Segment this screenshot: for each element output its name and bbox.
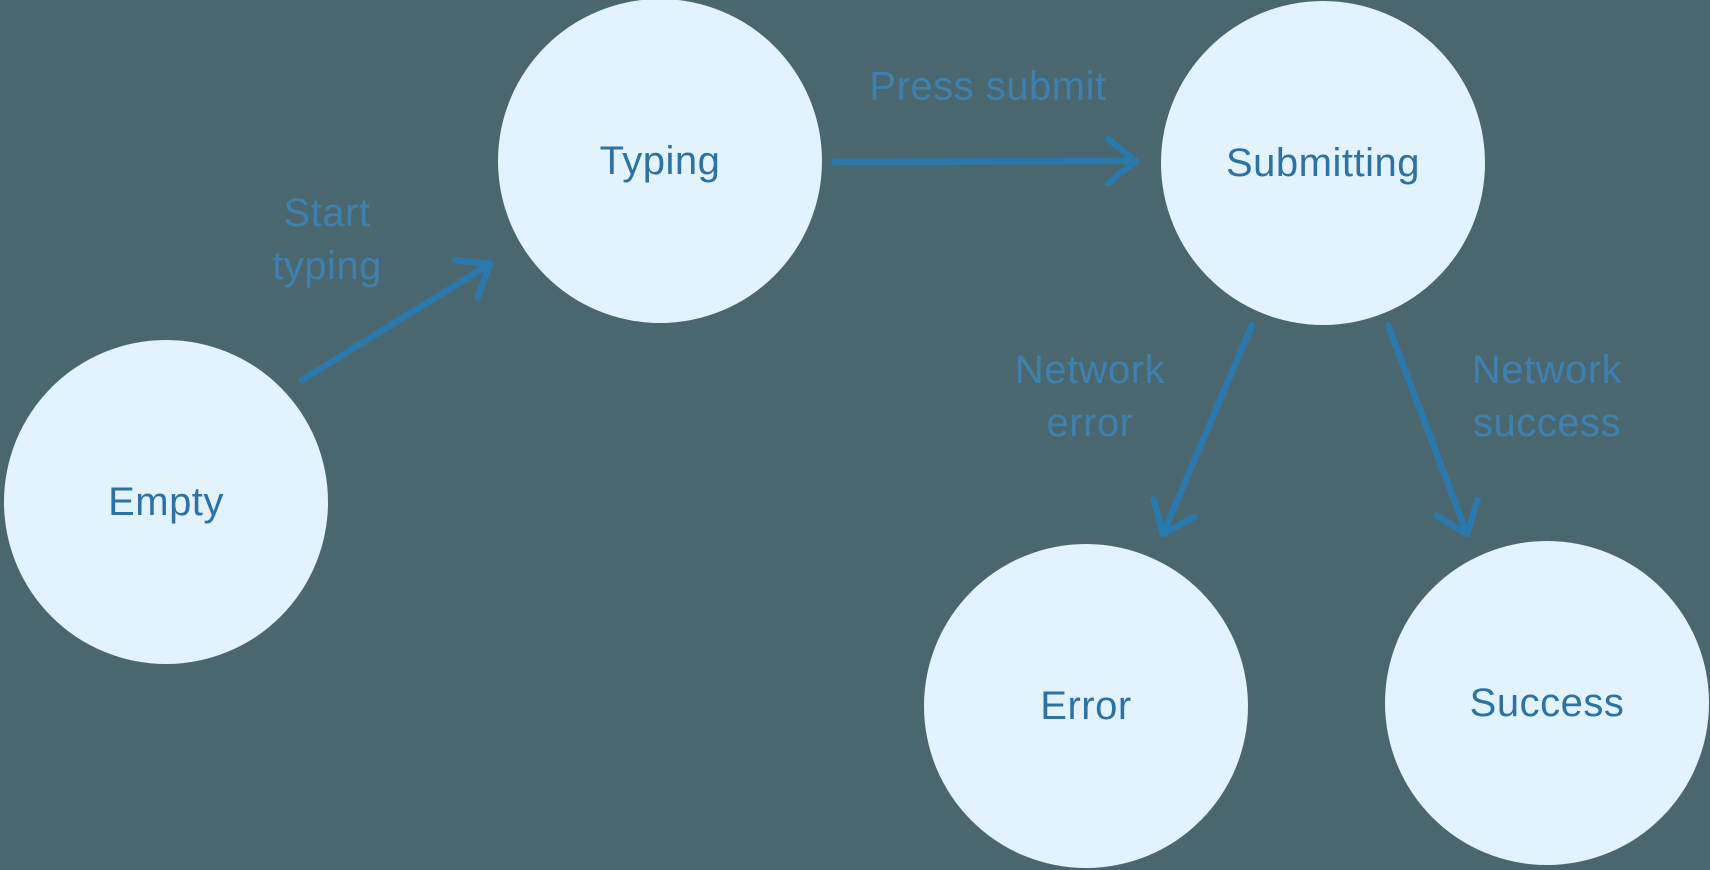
edge-label-network-success: Network success (1471, 348, 1623, 445)
edge-submitting-to-success (1384, 321, 1481, 538)
state-node-typing: Typing (498, 0, 822, 323)
state-node-submitting: Submitting (1161, 1, 1485, 325)
edge-label-start-typing: Start typing (272, 191, 382, 288)
state-node-success-label: Success (1469, 680, 1625, 725)
edge-empty-to-typing (298, 256, 494, 384)
state-node-success: Success (1385, 541, 1709, 865)
state-node-empty-label: Empty (108, 479, 224, 524)
state-node-error-label: Error (1040, 683, 1132, 728)
edge-label-press-submit: Press submit (869, 64, 1107, 109)
edge-label-network-error: Network error (1014, 348, 1166, 445)
state-node-error: Error (924, 544, 1248, 868)
state-node-submitting-label: Submitting (1226, 140, 1420, 185)
edge-typing-to-submitting (831, 135, 1140, 187)
state-node-typing-label: Typing (599, 138, 721, 183)
state-node-empty: Empty (4, 340, 328, 664)
edge-submitting-to-error (1150, 321, 1256, 538)
